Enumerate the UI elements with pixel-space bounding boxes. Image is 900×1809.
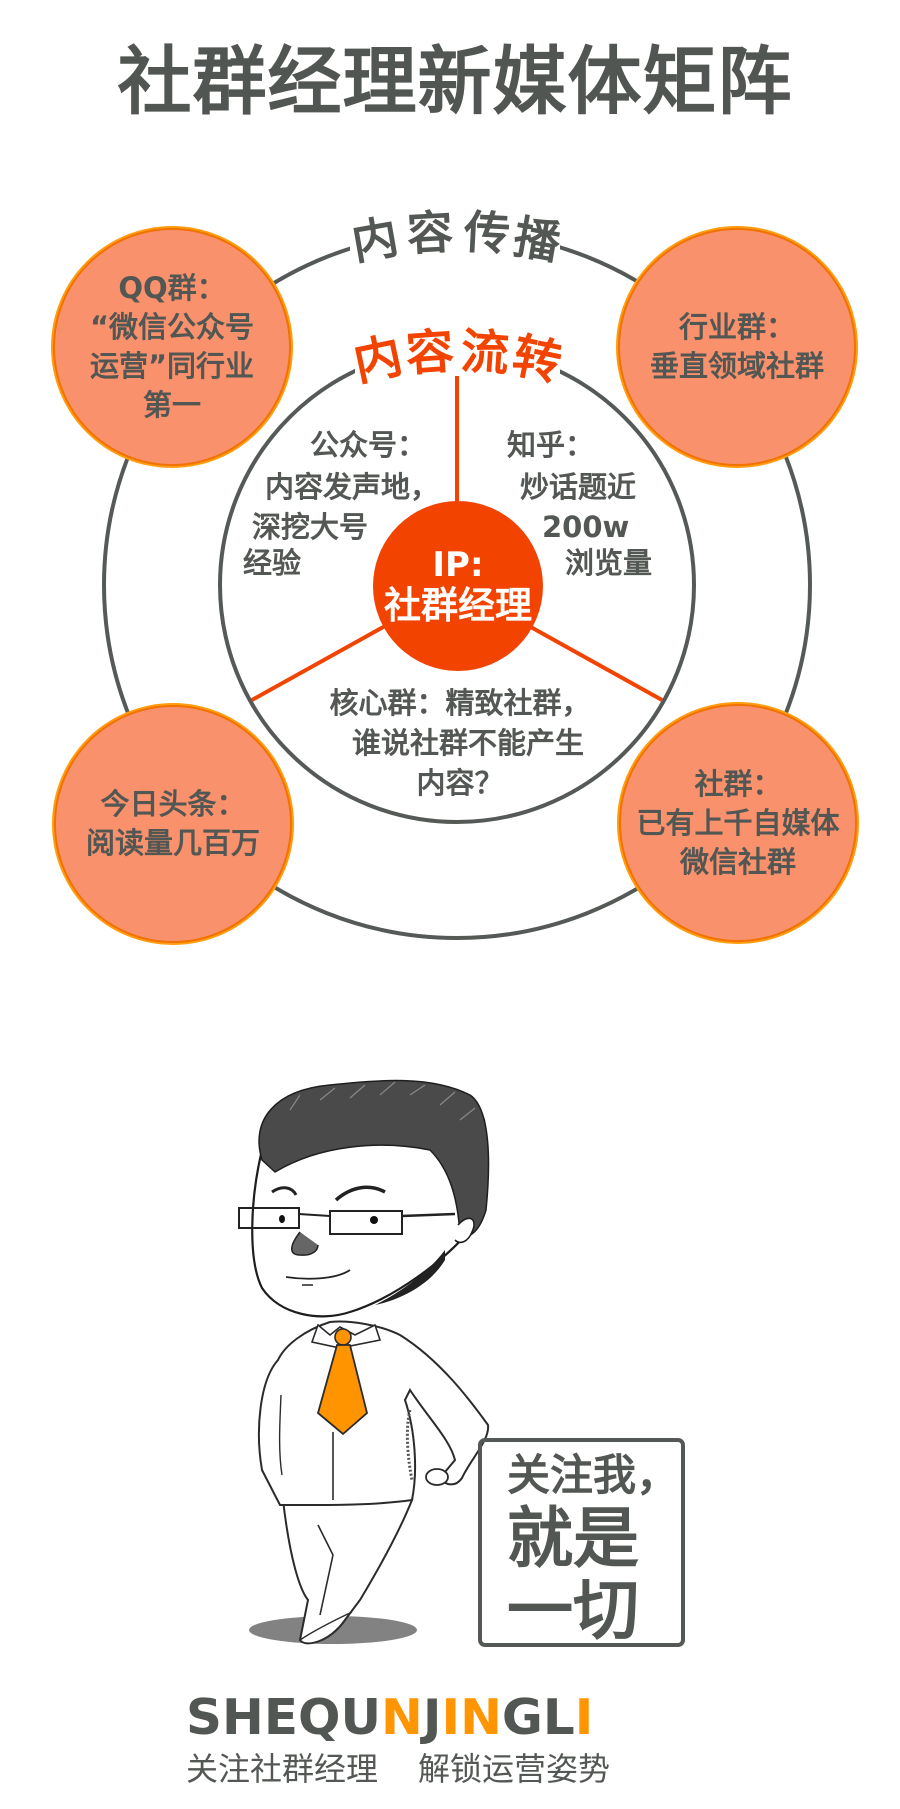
bubble-text: 社群： [694, 766, 782, 801]
center-node-ip: IP: 社群经理 [373, 501, 543, 671]
brand-part-accent: N [381, 1689, 423, 1746]
bubble-community: 社群： 已有上千自媒体 微信社群 [618, 703, 858, 943]
section-text: 知乎： [507, 428, 595, 462]
brand-part: GL [501, 1689, 575, 1746]
section-text: 经验 [243, 546, 302, 580]
bubble-text: 第一 [142, 388, 201, 422]
ear [454, 1217, 475, 1244]
brand-slogan: 关注社群经理 解锁运营姿势 [186, 1748, 706, 1790]
eyebrow-left [271, 1186, 298, 1196]
bubble-text: “微信公众号 [89, 310, 255, 344]
section-text: 核心群：精致社群， [329, 686, 591, 720]
mouth [285, 1269, 351, 1280]
outer-label-mask [350, 210, 560, 266]
bubble-industry: 行业群： 垂直领域社群 [617, 227, 857, 467]
tie [316, 1344, 369, 1436]
bubble-text: 运营”同行业 [89, 349, 255, 383]
bubble-toutiao: 今日头条： 阅读量几百万 [53, 704, 293, 944]
slogan-left: 关注社群经理 [186, 1750, 379, 1788]
bubble-text: 阅读量几百万 [85, 826, 260, 860]
bubble-qq-shape [51, 226, 293, 468]
bubble-industry-shape [616, 226, 858, 468]
bubble-text: 垂直领域社群 [649, 349, 824, 383]
bubble-community-shape [617, 702, 859, 944]
section-text: 谁说社群不能产生 [351, 726, 584, 760]
legs [281, 1499, 414, 1645]
eyebrow-right [334, 1185, 386, 1202]
follow-me-sign: 关注我， 就是 一切 [478, 1438, 685, 1649]
bubble-text: 已有上千自媒体 [636, 805, 840, 840]
page-title: 社群经理新媒体矩阵 [117, 39, 793, 125]
eye-right [370, 1216, 378, 1224]
brand-wordmark: SHEQUNJINGLI [186, 1693, 700, 1743]
sign-line-3: 一切 [507, 1572, 639, 1649]
bubble-text: QQ群： [118, 271, 226, 305]
glasses-icon [238, 1207, 456, 1235]
brand-part: SHEQU [186, 1689, 382, 1746]
nose [291, 1231, 319, 1256]
inner-label-mask [355, 330, 560, 376]
bubble-text: 行业群： [678, 310, 795, 344]
hand [425, 1468, 449, 1486]
section-text: 公众号： [310, 428, 427, 462]
tie-knot [334, 1328, 352, 1346]
brand-part: J [422, 1689, 442, 1746]
center-node-line2: 社群经理 [384, 584, 532, 627]
section-text: 内容？ [416, 766, 504, 800]
hair [258, 1079, 490, 1237]
brand-part-accent: IN [441, 1689, 502, 1746]
bubble-text: 微信社群 [679, 844, 796, 879]
sign-line-2: 就是 [507, 1500, 639, 1577]
sign-line-1: 关注我， [507, 1451, 679, 1501]
bubble-text: 今日头条： [100, 787, 246, 821]
section-text: 内容发声地， [265, 470, 440, 504]
slogan-right: 解锁运营姿势 [418, 1750, 611, 1788]
bubble-shapes [51, 226, 859, 945]
brand-part-accent: I [574, 1689, 594, 1746]
cartoon-manager-illustration [238, 1079, 490, 1645]
torso [257, 1320, 490, 1507]
section-text: 深挖大号 [252, 510, 369, 544]
section-text: 炒话题近 [520, 470, 637, 504]
center-node-line1: IP: [432, 545, 484, 585]
section-text: 浏览量 [565, 546, 653, 580]
bubble-qq: QQ群： “微信公众号 运营”同行业 第一 [52, 227, 292, 467]
eye-left [279, 1215, 285, 1223]
bubble-toutiao-shape [52, 703, 294, 945]
section-text: 200w [542, 510, 630, 544]
